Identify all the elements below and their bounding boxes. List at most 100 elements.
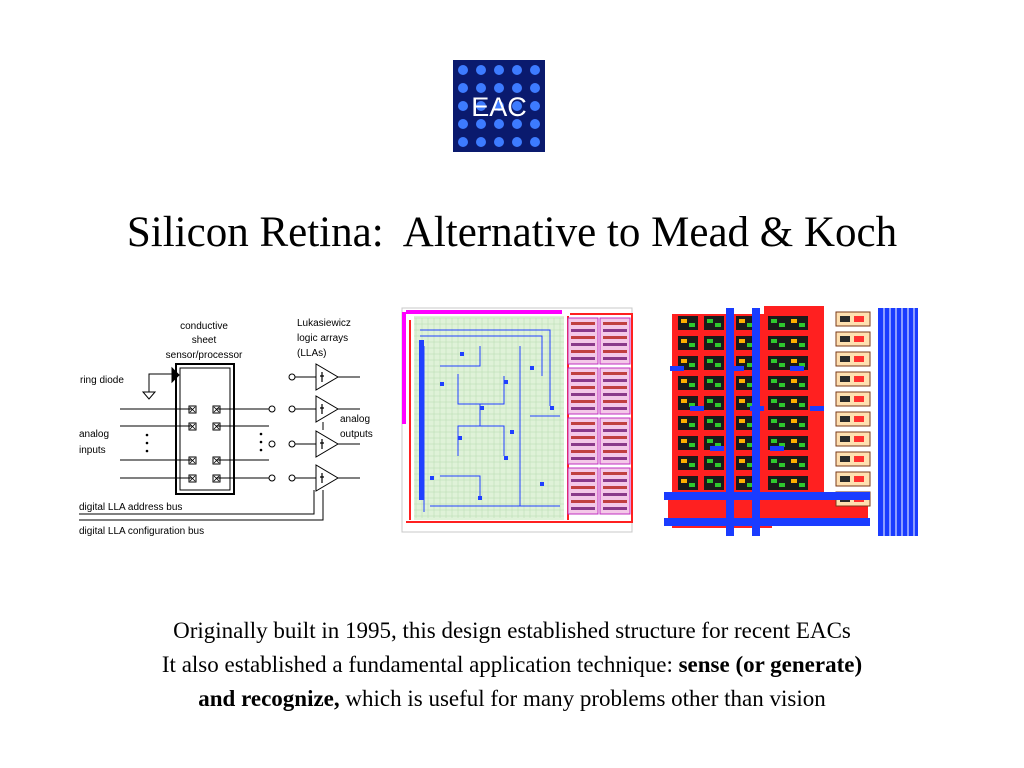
- logo-dot: [476, 65, 486, 75]
- layout-2-blue-rails: [664, 308, 870, 536]
- cell-diffusion: [747, 323, 753, 327]
- conductive-sheet-label-1: conductive: [180, 321, 228, 332]
- logic-row: [603, 450, 627, 453]
- logic-row: [603, 407, 627, 410]
- cell-diffusion: [739, 479, 745, 483]
- side-cell-core: [840, 396, 850, 402]
- logic-row: [571, 450, 595, 453]
- side-cell: [835, 411, 871, 427]
- logo-dot: [512, 65, 522, 75]
- analog-outputs-label-2: outputs: [340, 429, 373, 440]
- cell-diffusion: [791, 379, 797, 383]
- caption-line-3-bold: and recognize,: [198, 686, 340, 711]
- logic-block: [567, 317, 599, 365]
- cell-diffusion: [747, 483, 753, 487]
- caption-line-2-bold: sense (or generate): [678, 652, 863, 677]
- logo-dot: [458, 101, 468, 111]
- logic-row: [603, 372, 627, 375]
- cell-diffusion: [779, 403, 785, 407]
- side-cell-core: [854, 436, 864, 442]
- logic-row: [603, 379, 627, 382]
- cell-diffusion: [771, 359, 777, 363]
- contact: [460, 352, 464, 356]
- logic-row: [603, 322, 627, 325]
- eac-logo: EAC: [453, 60, 545, 152]
- logic-row: [571, 407, 595, 410]
- cell-diffusion: [771, 379, 777, 383]
- logo-dot: [512, 137, 522, 147]
- logo-dot: [530, 83, 540, 93]
- side-cell-core: [840, 376, 850, 382]
- input-lines: [120, 408, 269, 479]
- cell-diffusion: [771, 399, 777, 403]
- logic-block: [567, 467, 599, 515]
- logo-dot: [512, 83, 522, 93]
- cell-diffusion: [689, 423, 695, 427]
- logic-row: [571, 436, 595, 439]
- logic-row: [603, 400, 627, 403]
- cell-diffusion: [681, 419, 687, 423]
- contact: [478, 496, 482, 500]
- cell-diffusion: [715, 403, 721, 407]
- side-cell-core: [840, 356, 850, 362]
- chip-layout-2: [664, 306, 922, 538]
- side-cell: [835, 471, 871, 487]
- logic-row: [603, 436, 627, 439]
- logic-row: [603, 422, 627, 425]
- cell-diffusion: [799, 343, 805, 347]
- caption-line-2: It also established a fundamental applic…: [0, 648, 1024, 682]
- logic-block: [567, 367, 599, 415]
- cell-diffusion: [739, 399, 745, 403]
- cell-diffusion: [779, 323, 785, 327]
- side-cell-core: [840, 436, 850, 442]
- logic-row: [571, 322, 595, 325]
- logo-dot: [530, 101, 540, 111]
- slide-caption: Originally built in 1995, this design es…: [0, 614, 1024, 716]
- cell-diffusion: [771, 339, 777, 343]
- logic-row: [603, 343, 627, 346]
- logic-row: [603, 472, 627, 475]
- terminal-circles: [268, 373, 296, 482]
- cell-diffusion: [747, 423, 753, 427]
- ellipsis-dots: [145, 432, 263, 453]
- cell-diffusion: [715, 423, 721, 427]
- cell-diffusion: [779, 463, 785, 467]
- logo-dot: [494, 83, 504, 93]
- logo-dot: [530, 137, 540, 147]
- logo-dot: [494, 101, 504, 111]
- cell-diffusion: [707, 379, 713, 383]
- cell-diffusion: [707, 459, 713, 463]
- cell-diffusion: [739, 359, 745, 363]
- cell-diffusion: [739, 339, 745, 343]
- cell-diffusion: [747, 463, 753, 467]
- side-cell-core: [854, 376, 864, 382]
- cell-diffusion: [779, 343, 785, 347]
- logic-row: [603, 479, 627, 482]
- cell-diffusion: [771, 419, 777, 423]
- logic-row: [603, 329, 627, 332]
- cell-diffusion: [791, 319, 797, 323]
- logic-row: [571, 386, 595, 389]
- logic-row: [571, 429, 595, 432]
- cell-diffusion: [791, 399, 797, 403]
- analog-inputs-label-2: inputs: [79, 445, 106, 456]
- blue-strap: [730, 366, 744, 371]
- logic-row: [603, 350, 627, 353]
- layout-2-right-bus: [878, 308, 918, 536]
- side-cell-core: [854, 456, 864, 462]
- cell-diffusion: [739, 379, 745, 383]
- cell-diffusion: [715, 363, 721, 367]
- logic-row: [571, 500, 595, 503]
- blue-strap: [690, 406, 704, 411]
- blue-strap: [790, 366, 804, 371]
- cell-diffusion: [715, 463, 721, 467]
- cell-diffusion: [799, 383, 805, 387]
- cell-diffusion: [791, 479, 797, 483]
- logic-row: [571, 350, 595, 353]
- conductive-sheet-label-2: sheet: [192, 335, 217, 346]
- side-cell-core: [854, 316, 864, 322]
- cell-diffusion: [779, 363, 785, 367]
- side-cell-core: [840, 316, 850, 322]
- logic-row: [571, 400, 595, 403]
- logo-dot: [476, 137, 486, 147]
